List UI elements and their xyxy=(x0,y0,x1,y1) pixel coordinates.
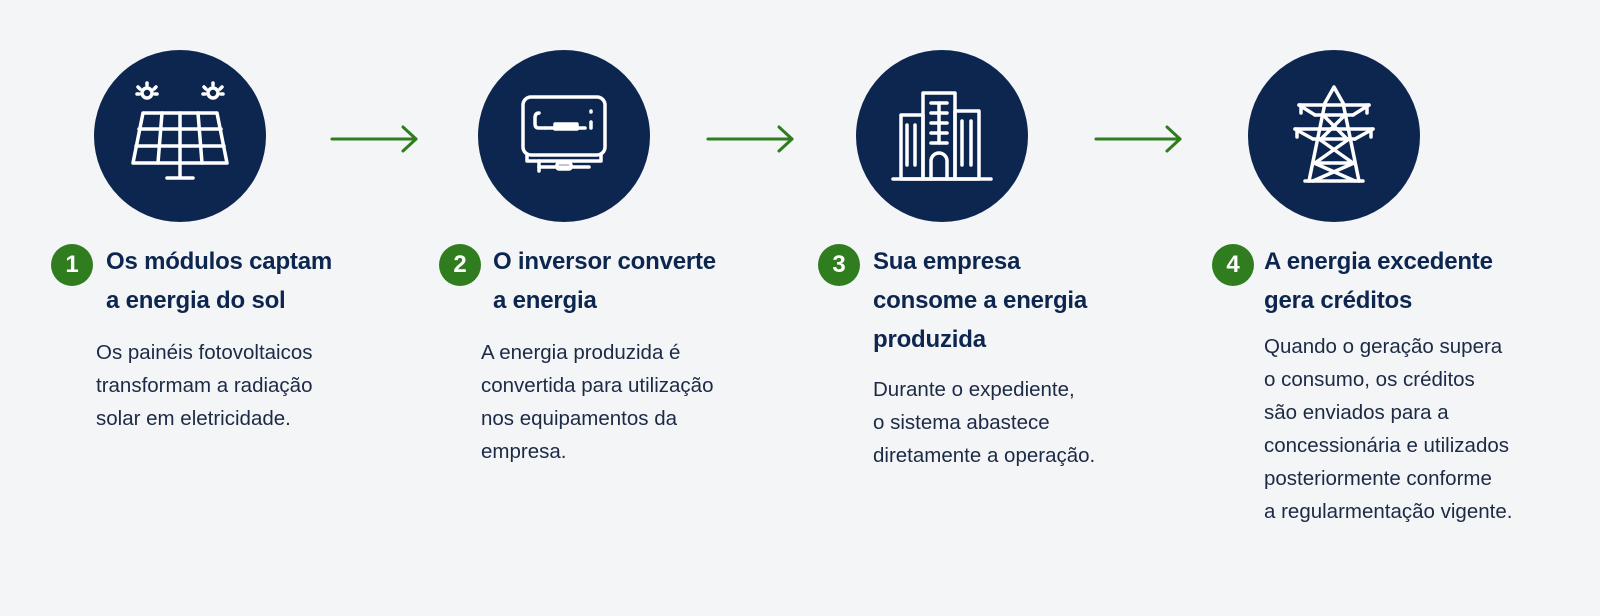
step-2-description: A energia produzida é convertida para ut… xyxy=(481,341,714,463)
step-4-icon-circle xyxy=(1248,50,1420,222)
transmission-tower-icon xyxy=(1293,85,1375,183)
step-1-number-badge: 1 xyxy=(51,244,93,286)
step-1-description: Os painéis fotovoltaicos transformam a r… xyxy=(96,341,313,430)
step-2-number-badge: 2 xyxy=(439,244,481,286)
step-1-title: Os módulos captam a energia do sol xyxy=(106,248,332,314)
step-3-title: Sua empresa consome a energia produzida xyxy=(873,248,1088,353)
step-3-icon-circle xyxy=(856,50,1028,222)
arrow-right-icon xyxy=(1094,125,1182,153)
building-icon xyxy=(891,91,993,181)
arrow-right-icon xyxy=(330,125,418,153)
step-1-icon-circle xyxy=(94,50,266,222)
solar-panel-icon xyxy=(131,81,229,180)
inverter-icon xyxy=(521,95,607,173)
step-2-icon-circle xyxy=(478,50,650,222)
step-3-description: Durante o expediente, o sistema abastece… xyxy=(873,378,1096,467)
step-4-number-badge: 4 xyxy=(1212,244,1254,286)
arrow-right-icon xyxy=(706,125,794,153)
step-3-number-badge: 3 xyxy=(818,244,860,286)
step-2-title: O inversor converte a energia xyxy=(493,248,716,314)
step-4-title: A energia excedente gera créditos xyxy=(1264,248,1493,314)
step-4-description: Quando o geração supera o consumo, os cr… xyxy=(1264,335,1513,523)
